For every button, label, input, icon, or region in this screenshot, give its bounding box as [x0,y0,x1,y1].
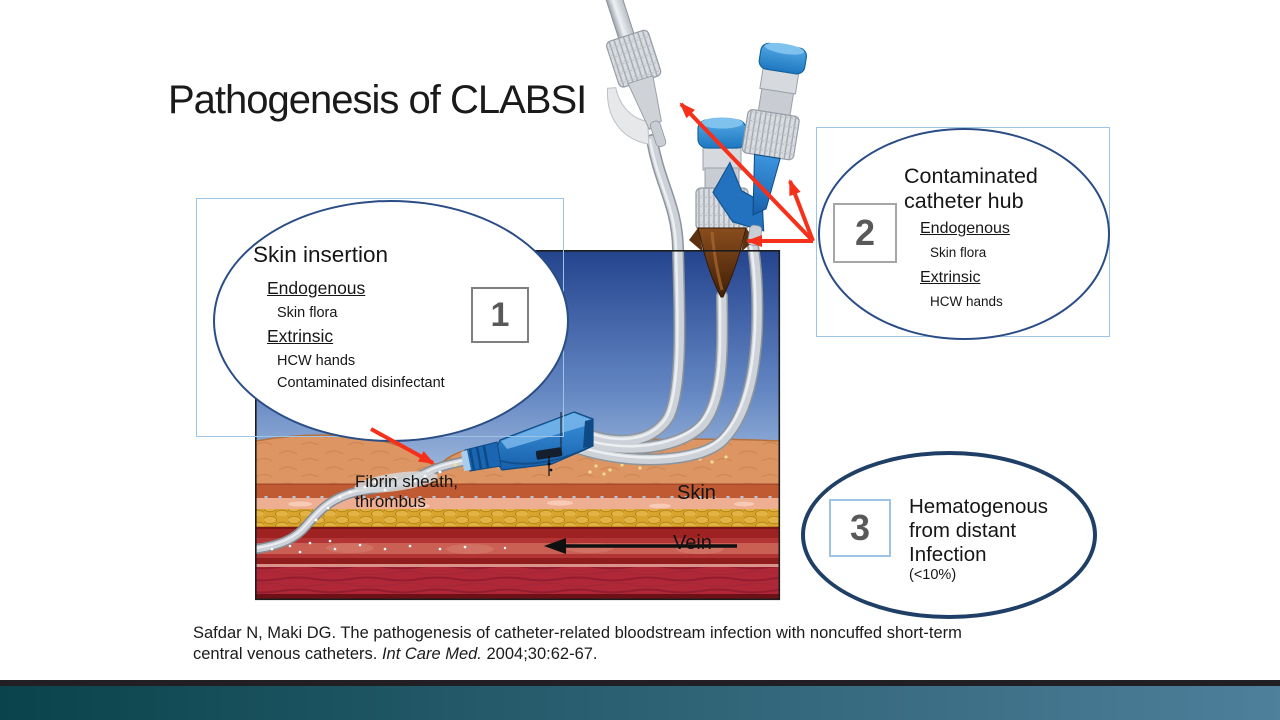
skin-flora-item: Skin flora [277,305,338,321]
callout-catheter-hub: 2 Contaminated catheter hub Endogenous S… [818,128,1110,340]
extrinsic-heading: Extrinsic [267,326,334,346]
extension-tubes [564,134,764,466]
callout-hematogenous: 3 Hematogenous from distant Infection (<… [801,451,1097,619]
citation-line-2: central venous catheters. Int Care Med. … [193,645,598,663]
citation: Safdar N, Maki DG. The pathogenesis of c… [193,623,1093,665]
step-2-number: 2 [833,203,897,263]
journal-name: Int Care Med. [381,645,482,663]
footer-dark-strip [0,680,1280,686]
hcw-hands-item: HCW hands [930,294,1003,309]
fibrin-sheath-label: Fibrin sheath, thrombus [355,472,458,511]
lumen-middle [689,117,755,298]
contaminated-disinfectant-item: Contaminated disinfectant [277,375,445,391]
footer-gradient-bar [0,686,1280,720]
hcw-hands-item: HCW hands [277,353,356,369]
step-1-number: 1 [471,287,529,343]
vein-label: Vein [673,532,712,554]
step-3-number: 3 [829,499,891,557]
catheter-in-tissue [256,453,728,554]
skin-label: Skin [677,482,716,504]
lumen-left [605,0,667,148]
surface-speckles [453,455,728,476]
endogenous-heading: Endogenous [267,278,366,298]
arrow-to-blue-hub [788,179,815,242]
extrinsic-heading: Extrinsic [920,269,981,286]
arrow-to-left-lumen [679,102,815,243]
skin-flora-item: Skin flora [930,245,987,260]
callout-title: Skin insertion [253,242,389,267]
endogenous-heading: Endogenous [920,220,1010,237]
percentage-note: (<10%) [909,567,957,583]
callout-title: Hematogenous from distant Infection [909,495,1049,566]
slide-title: Pathogenesis of CLABSI [168,78,587,122]
callout-skin-insertion: 1 Skin insertion Endogenous Skin flora E… [213,200,569,442]
lumen-right [712,42,808,247]
callout-title: Contaminated catheter hub [904,164,1038,213]
citation-line-1: Safdar N, Maki DG. The pathogenesis of c… [193,624,962,642]
